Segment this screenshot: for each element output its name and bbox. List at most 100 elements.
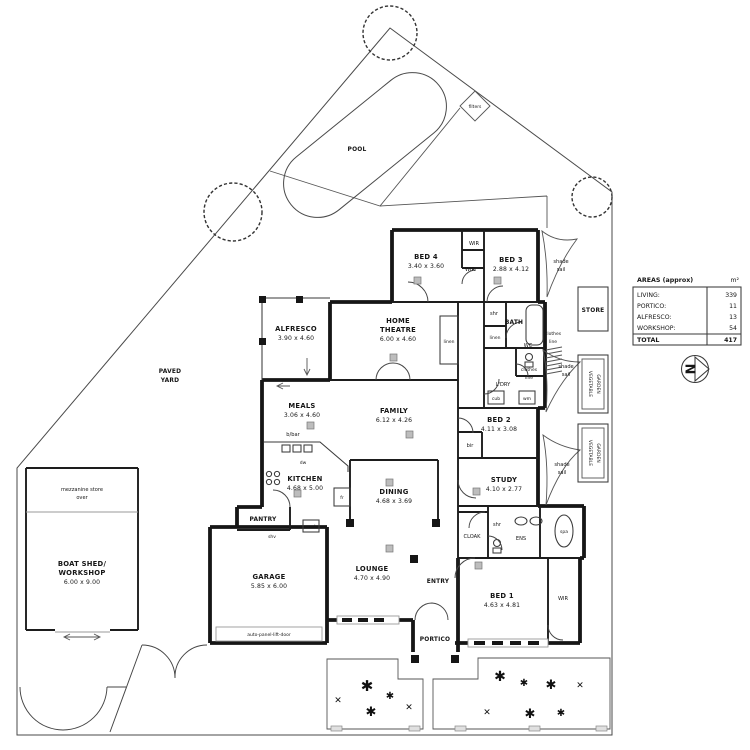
kitchen-dims: 4.68 x 5.00 [287, 485, 323, 492]
boat-shed-dims: 6.00 x 9.00 [64, 579, 100, 586]
mezzanine-note: over [76, 495, 88, 501]
vegetable-garden-label: GARDEN [595, 443, 601, 462]
boat-shed-label: BOAT SHED/ [58, 560, 107, 568]
meals-label: MEALS [288, 402, 315, 410]
areas-row-label: WORKSHOP: [637, 325, 676, 332]
bed4-label: BED 4 [414, 253, 438, 261]
garage-label: GARAGE [252, 573, 285, 581]
dining-label: DINING [379, 488, 408, 496]
boat-shed-label: WORKSHOP [58, 569, 105, 577]
areas-row-label: ALFRESCO: [637, 314, 672, 321]
cub-label: cub [309, 524, 317, 530]
north-letter: N [682, 364, 697, 375]
pantry-label: PANTRY [250, 517, 277, 523]
svg-text:✱: ✱ [546, 678, 557, 693]
svg-text:✱: ✱ [361, 677, 374, 695]
shr-label: shr [493, 522, 502, 528]
plant-icons: ✱ ✱ ✱ ✕ ✕ ✱ ✱ ✱ ✕ ✕ ✱ ✱ [334, 669, 584, 722]
study-dims: 4.10 x 2.77 [486, 486, 522, 493]
wm-label: wm [523, 397, 531, 402]
clothes-line-label: line [549, 339, 557, 345]
pool-label: POOL [348, 147, 367, 153]
areas-row-label: PORTICO: [637, 303, 666, 310]
areas-row-value: 339 [725, 292, 737, 299]
paved-yard-label: PAVED [159, 369, 181, 375]
linen-label: linen [490, 335, 501, 341]
portico-label: PORTICO [420, 637, 451, 643]
shade-sail-label: shade [553, 259, 568, 265]
room-labels: BED 4 3.40 x 3.60 BED 3 2.88 x 4.12 HOME… [58, 253, 529, 609]
auto-door-label: auto-panel-lift-door [247, 632, 291, 638]
wir-label: WIR [558, 596, 569, 602]
garage-door-band [215, 626, 323, 642]
svg-text:✕: ✕ [576, 681, 584, 691]
svg-text:✱: ✱ [366, 705, 377, 720]
svg-text:✱: ✱ [557, 708, 565, 719]
home-theatre-dims: 6.00 x 4.60 [380, 336, 416, 343]
alfresco-structure [259, 296, 330, 380]
door-swings [19, 269, 564, 733]
alfresco-label: ALFRESCO [275, 325, 317, 333]
garden-beds [326, 657, 611, 732]
wir-label: WIR [465, 267, 476, 273]
ens-label: ENS [516, 536, 526, 542]
meals-dims: 3.06 x 4.60 [284, 412, 320, 419]
areas-row-value: 11 [729, 303, 737, 310]
home-theatre-label: THEATRE [380, 326, 416, 334]
shade-sail-label: shade [554, 462, 569, 468]
areas-table: AREAS (approx) m² LIVING: 339 PORTICO: 1… [632, 277, 742, 346]
pool-deck-fence [269, 90, 548, 228]
shr-label: shr [490, 311, 499, 317]
svg-text:✱: ✱ [525, 707, 536, 722]
bed1-dims: 4.63 x 4.81 [484, 602, 520, 609]
bed1-label: BED 1 [490, 592, 514, 600]
tree-icon [203, 182, 263, 242]
shade-sail-label: shade [558, 364, 573, 370]
vegetable-garden-label: VEGETABLE [587, 371, 593, 397]
window-bands [336, 615, 549, 648]
clothes-line-label: line [525, 375, 533, 381]
areas-total-label: TOTAL [637, 337, 659, 344]
property-boundary [16, 27, 613, 736]
linen-label: linen [444, 339, 455, 345]
bed4-dims: 3.40 x 3.60 [408, 263, 444, 270]
dw-label: dw [300, 460, 307, 466]
bbar-label: b/bar [286, 432, 300, 438]
ceiling-fans [293, 276, 502, 570]
lounge-dims: 4.70 x 4.90 [354, 575, 390, 582]
clothes-line-label: clothes [521, 367, 538, 373]
cub-label: cub [492, 396, 500, 402]
alfresco-dims: 3.90 x 4.60 [278, 335, 314, 342]
store-label: STORE [582, 308, 605, 314]
svg-text:✕: ✕ [483, 708, 491, 718]
areas-total-value: 417 [724, 337, 737, 344]
structural-posts [346, 519, 459, 663]
tree-icon [362, 5, 418, 61]
bed2-label: BED 2 [487, 416, 511, 424]
vegetable-garden-label: VEGETABLE [587, 440, 593, 466]
entry-label: ENTRY [427, 579, 450, 585]
pool-outline [283, 72, 447, 218]
svg-text:✱: ✱ [520, 678, 528, 689]
bed3-dims: 2.88 x 4.12 [493, 266, 529, 273]
svg-text:✕: ✕ [405, 703, 413, 713]
bath-label: BATH [505, 320, 523, 326]
linen-closet [439, 315, 459, 365]
areas-row-label: LIVING: [637, 292, 660, 299]
kitchen-fixtures [264, 441, 351, 533]
filters-label: filters [469, 104, 482, 110]
lounge-label: LOUNGE [356, 565, 389, 573]
spa-label: spa [560, 530, 568, 535]
areas-table-unit: m² [730, 277, 739, 284]
garage-dims: 5.85 x 6.00 [251, 583, 287, 590]
north-compass-icon: N [680, 354, 710, 384]
tree-icon [571, 176, 613, 218]
fr-label: fr [340, 495, 344, 501]
wc-label: WC [524, 343, 533, 349]
walls-exterior [208, 228, 586, 652]
sliding-door-arrows [26, 358, 311, 641]
study-label: STUDY [491, 476, 517, 484]
cloak-label: CLOAK [464, 534, 482, 540]
